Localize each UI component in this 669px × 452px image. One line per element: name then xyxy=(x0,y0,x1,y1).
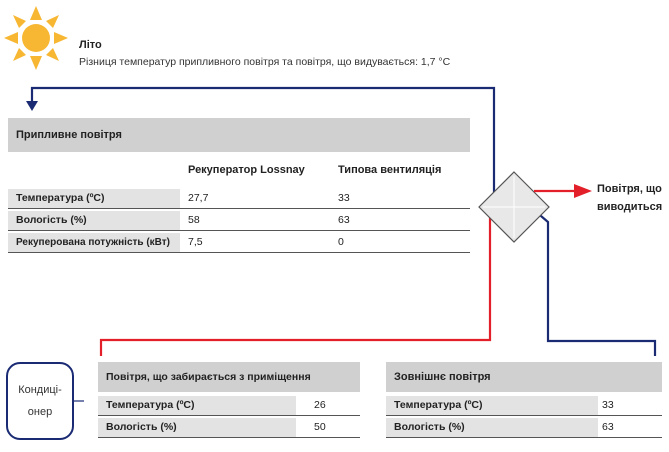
outdoor-row-humidity: Вологість (%) 63 xyxy=(386,418,662,438)
col-header-lossnay: Рекуператор Lossnay xyxy=(188,164,305,176)
row-label: Температура (ºC) xyxy=(8,189,180,208)
outdoor-temperature-value: 33 xyxy=(602,399,614,411)
return-temperature-value: 26 xyxy=(314,399,326,411)
outdoor-air-path xyxy=(533,209,657,356)
typical-value: 63 xyxy=(338,214,350,226)
outdoor-air-table: Зовнішнє повітря Температура (ºC) 33 Вол… xyxy=(386,362,662,440)
return-row-temperature: Температура (ºC) 26 xyxy=(98,396,360,416)
exhaust-label-line1: Повітря, що xyxy=(597,183,662,195)
outdoor-humidity-value: 63 xyxy=(602,421,614,433)
supply-row-recovered-power: Рекуперована потужність (кВт) 7,5 0 xyxy=(8,233,470,253)
supply-arrowhead xyxy=(26,101,38,111)
row-label: Вологість (%) xyxy=(8,211,180,230)
return-air-table: Повітря, що забирається з приміщення Тем… xyxy=(98,362,360,440)
supply-row-humidity: Вологість (%) 58 63 xyxy=(8,211,470,231)
supply-air-header: Припливне повітря xyxy=(8,118,470,152)
temperature-difference-text: Різниця температур припливного повітря т… xyxy=(79,56,451,68)
typical-value: 33 xyxy=(338,192,350,204)
col-header-typical: Типова вентиляція xyxy=(338,164,442,176)
typical-value: 0 xyxy=(338,236,344,248)
exhaust-air-label: Повітря, що виводиться xyxy=(597,180,662,216)
lossnay-value: 7,5 xyxy=(188,236,203,248)
outdoor-air-header: Зовнішнє повітря xyxy=(386,362,662,392)
row-label: Вологість (%) xyxy=(386,418,598,437)
row-label: Температура (ºC) xyxy=(98,396,296,415)
supply-air-table: Припливне повітря Рекуператор Lossnay Ти… xyxy=(8,118,470,262)
return-humidity-value: 50 xyxy=(314,421,326,433)
season-title: Літо xyxy=(79,39,102,51)
lossnay-value: 58 xyxy=(188,214,200,226)
exhaust-arrowhead xyxy=(574,184,592,198)
air-conditioner-box: Кондиці- онер xyxy=(6,362,74,440)
return-air-header: Повітря, що забирається з приміщення xyxy=(98,362,360,392)
sun-icon xyxy=(4,6,68,70)
return-row-humidity: Вологість (%) 50 xyxy=(98,418,360,438)
row-label: Рекуперована потужність (кВт) xyxy=(8,233,180,252)
conditioner-label-line2: онер xyxy=(27,406,53,418)
exhaust-label-line2: виводиться xyxy=(597,201,663,213)
conditioner-label-line1: Кондиці- xyxy=(18,384,62,396)
outdoor-row-temperature: Температура (ºC) 33 xyxy=(386,396,662,416)
row-label: Вологість (%) xyxy=(98,418,296,437)
row-label: Температура (ºC) xyxy=(386,396,598,415)
supply-row-temperature: Температура (ºC) 27,7 33 xyxy=(8,189,470,209)
lossnay-value: 27,7 xyxy=(188,192,209,204)
